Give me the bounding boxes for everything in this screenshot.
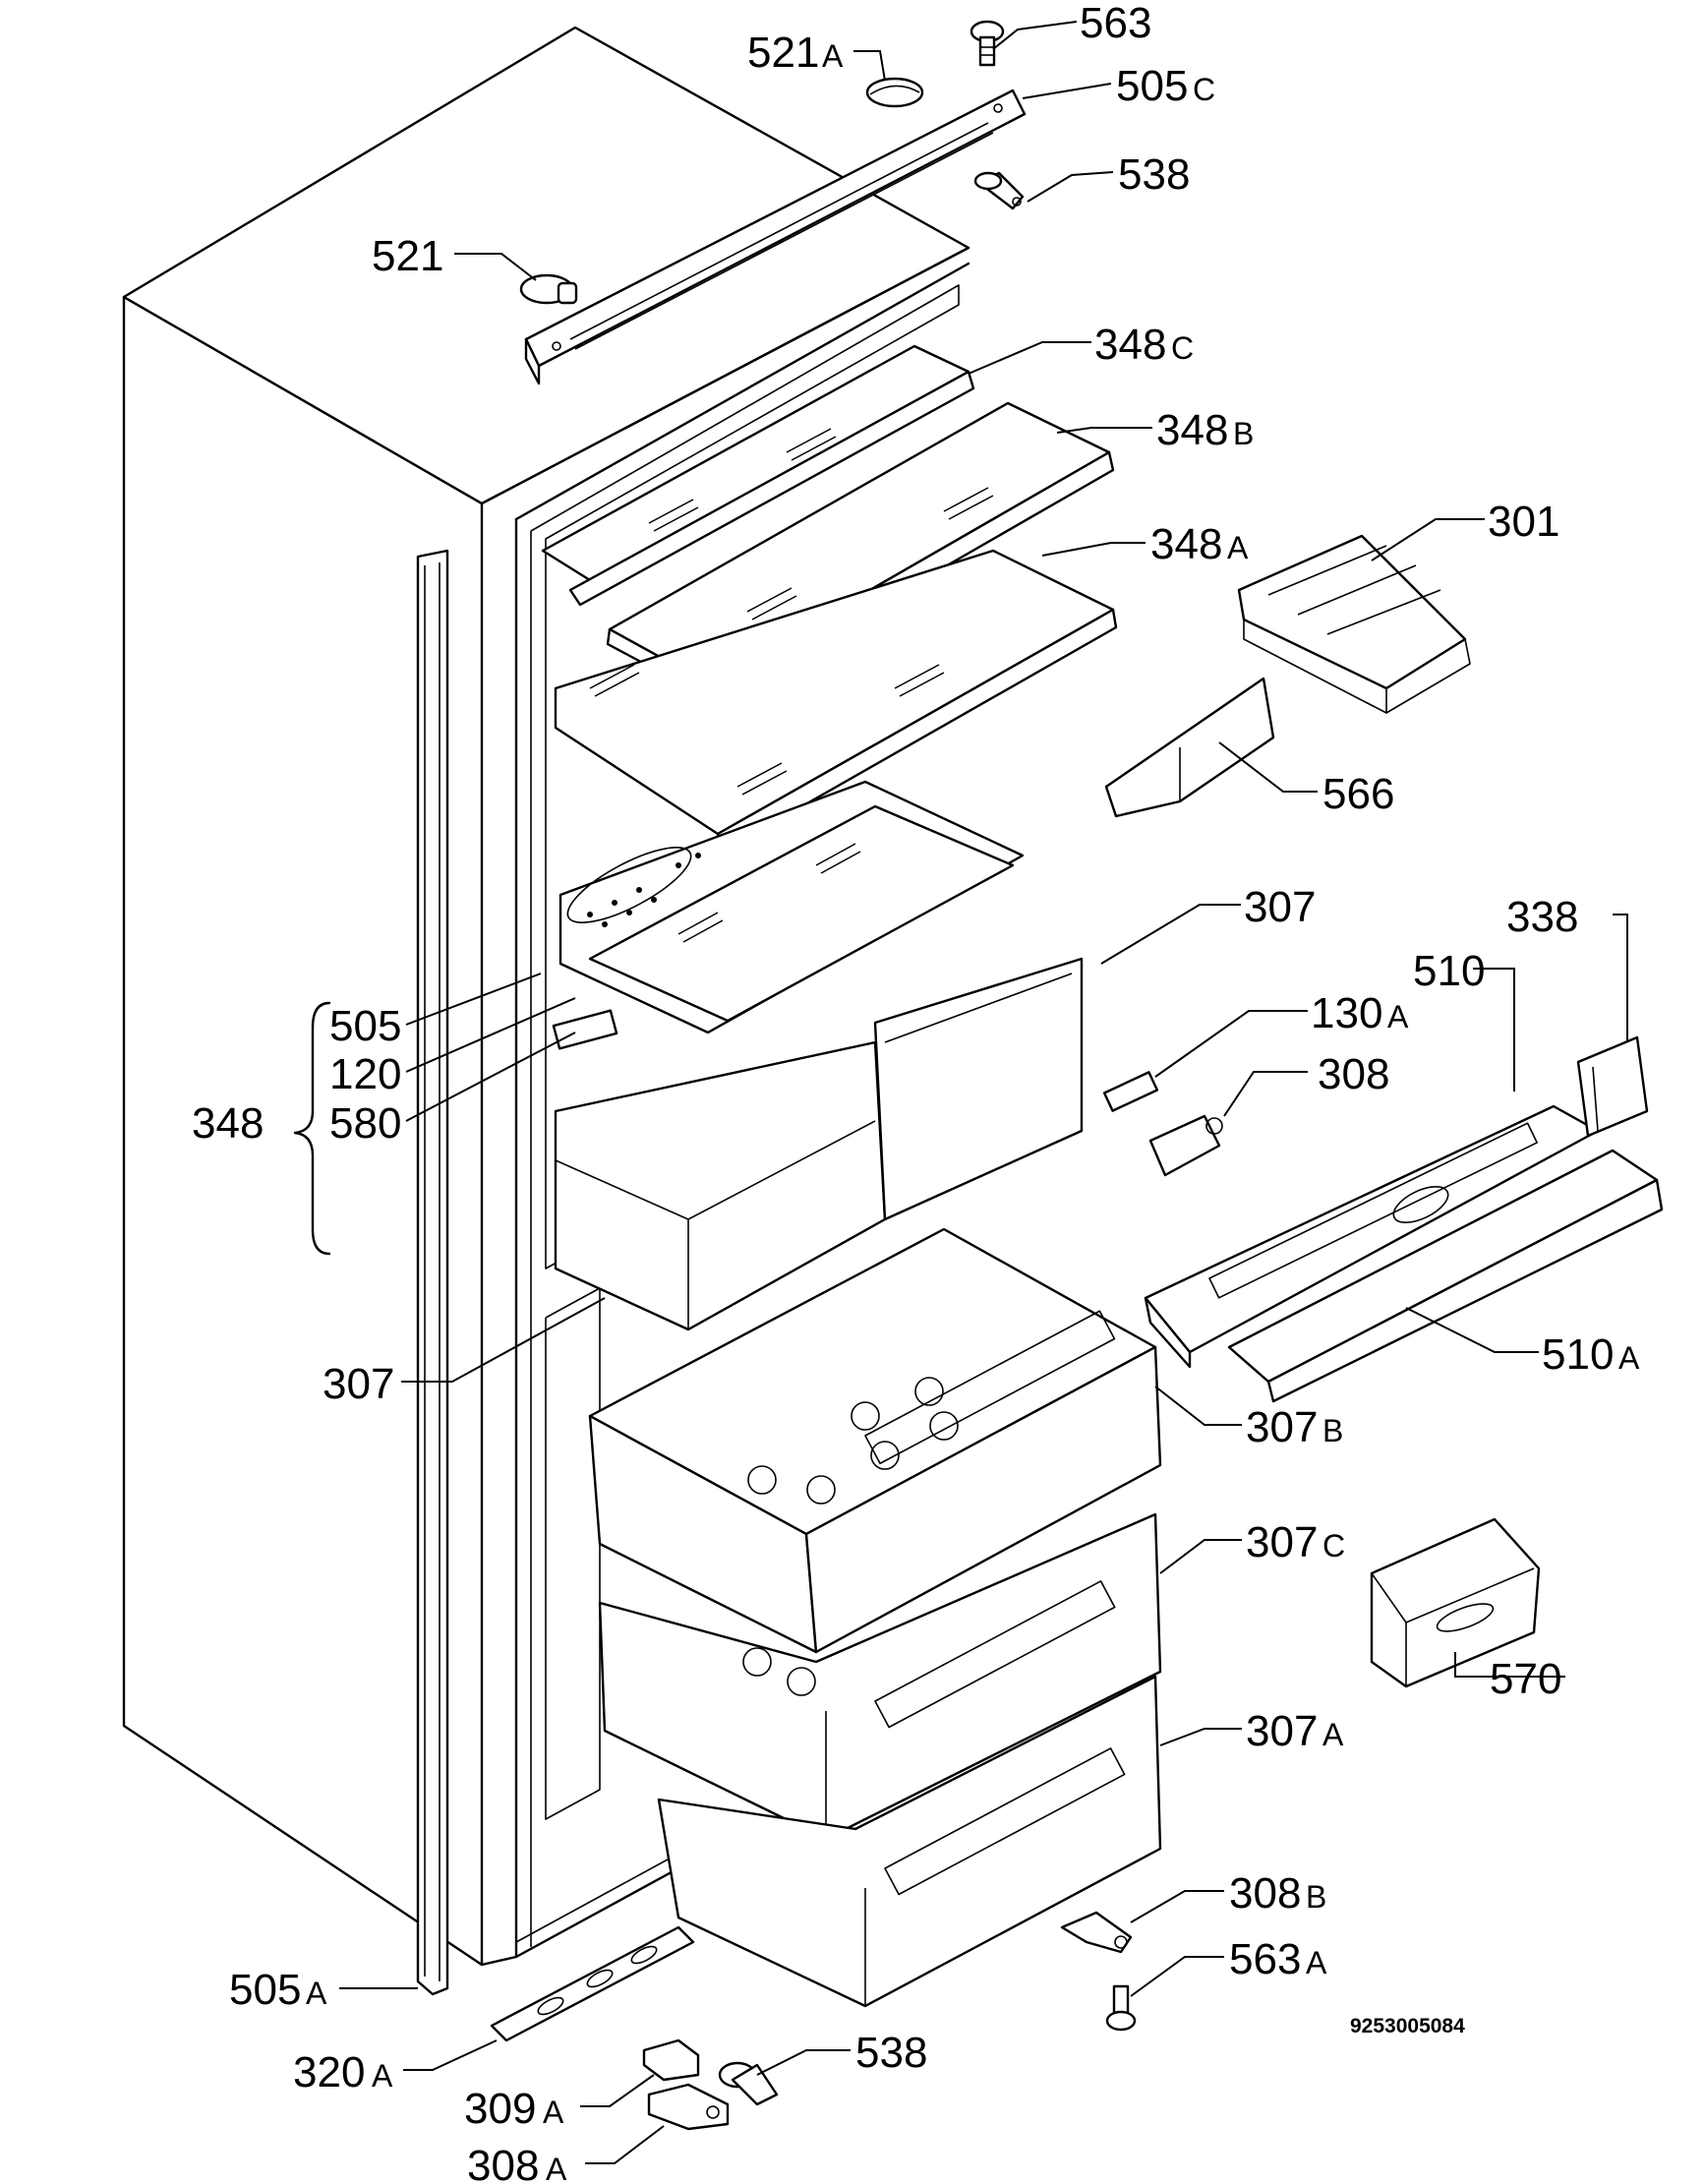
- label-505c: 505: [1116, 62, 1188, 110]
- label-301: 301: [1488, 498, 1559, 546]
- screw-563: [970, 20, 1005, 67]
- label-307b: 307: [1246, 1403, 1318, 1451]
- label-563: 563: [1080, 0, 1151, 47]
- leader-lines: [339, 21, 1628, 2164]
- end-cap-338: [1576, 1035, 1649, 1138]
- label-566: 566: [1322, 770, 1394, 818]
- cover-cap-521a: [865, 77, 924, 108]
- crisper-drawer-307-right: [873, 957, 1084, 1221]
- label-348c: 348: [1094, 321, 1166, 369]
- label-348a-suffix: A: [1227, 530, 1249, 565]
- label-308a: 308: [467, 2142, 539, 2184]
- label-309a: 309: [464, 2085, 536, 2133]
- hinge-bracket-308a: [647, 2083, 730, 2131]
- glass-shelf-348a: [554, 549, 1118, 854]
- freezer-drawer-307c: [598, 1512, 1162, 1841]
- crisper-drawer-307-left: [554, 1040, 887, 1331]
- label-510: 510: [1413, 947, 1485, 995]
- screw-563a: [1105, 1984, 1137, 2032]
- label-538-bottom: 538: [855, 2029, 927, 2077]
- label-308: 308: [1318, 1050, 1389, 1098]
- label-510a: 510: [1542, 1330, 1614, 1379]
- label-348c-suffix: C: [1171, 330, 1194, 366]
- label-130a: 130: [1311, 989, 1382, 1037]
- label-307c-suffix: C: [1322, 1528, 1345, 1564]
- label-320a-suffix: A: [372, 2058, 393, 2094]
- door-rail-cover-510a: [1227, 1149, 1664, 1403]
- label-563a: 563: [1229, 1935, 1301, 1983]
- bottom-hinge-plate-320a: [490, 1925, 695, 2042]
- label-348b-suffix: B: [1233, 416, 1254, 451]
- bottle-holder-570: [1370, 1517, 1541, 1688]
- hinge-pin-538-top: [973, 171, 1025, 210]
- label-538-top: 538: [1118, 150, 1190, 199]
- label-307-top: 307: [1244, 883, 1316, 931]
- label-580: 580: [329, 1099, 401, 1148]
- label-521: 521: [372, 232, 443, 280]
- ice-scraper-566: [1104, 677, 1275, 818]
- label-307-left: 307: [323, 1360, 394, 1408]
- hinge-pin-538-bottom: [718, 2061, 779, 2106]
- control-knob-580: [552, 1009, 618, 1050]
- label-505: 505: [329, 1002, 401, 1050]
- drawing-code: 9253005084: [1350, 2015, 1465, 2037]
- freezer-drawer-307b: [588, 1227, 1162, 1654]
- label-308b: 308: [1229, 1869, 1301, 1918]
- part-labels: 563 521 A 505 C 538 521 348 C 348 B 348 …: [192, 0, 1640, 2184]
- label-307c: 307: [1246, 1518, 1318, 1566]
- top-hinge-bracket-505c: [524, 89, 1027, 385]
- group-brace: [293, 1001, 331, 1256]
- freezer-drawer-307a: [657, 1675, 1162, 2008]
- label-320a: 320: [293, 2048, 365, 2096]
- magnet-130a: [1102, 1071, 1159, 1112]
- label-309a-suffix: A: [543, 2095, 564, 2130]
- hinge-bracket-308: [1148, 1114, 1223, 1177]
- label-505c-suffix: C: [1193, 72, 1215, 107]
- label-570: 570: [1490, 1655, 1561, 1703]
- label-130a-suffix: A: [1387, 999, 1409, 1034]
- label-307a-suffix: A: [1322, 1717, 1344, 1752]
- label-308b-suffix: B: [1306, 1879, 1326, 1915]
- label-348-group: 348: [192, 1099, 264, 1148]
- label-505a-suffix: A: [306, 1976, 327, 2011]
- label-563a-suffix: A: [1306, 1945, 1327, 1980]
- label-307b-suffix: B: [1322, 1413, 1343, 1448]
- hinge-bracket-308b: [1060, 1911, 1133, 1954]
- label-308a-suffix: A: [546, 2152, 567, 2184]
- label-505a: 505: [229, 1966, 301, 2014]
- crisper-cover-glass: [558, 780, 1025, 1034]
- cover-cap-521: [519, 273, 578, 305]
- label-521a-suffix: A: [822, 38, 844, 74]
- label-348b: 348: [1156, 406, 1228, 454]
- label-120: 120: [329, 1050, 401, 1098]
- label-510a-suffix: A: [1618, 1340, 1640, 1376]
- ice-tray-301: [1237, 534, 1471, 714]
- label-348a: 348: [1150, 520, 1222, 568]
- label-338: 338: [1506, 893, 1578, 941]
- label-307a: 307: [1246, 1707, 1318, 1755]
- glass-shelf-348c: [541, 344, 975, 607]
- label-521a: 521: [747, 29, 819, 77]
- spacer-309a: [642, 2038, 700, 2082]
